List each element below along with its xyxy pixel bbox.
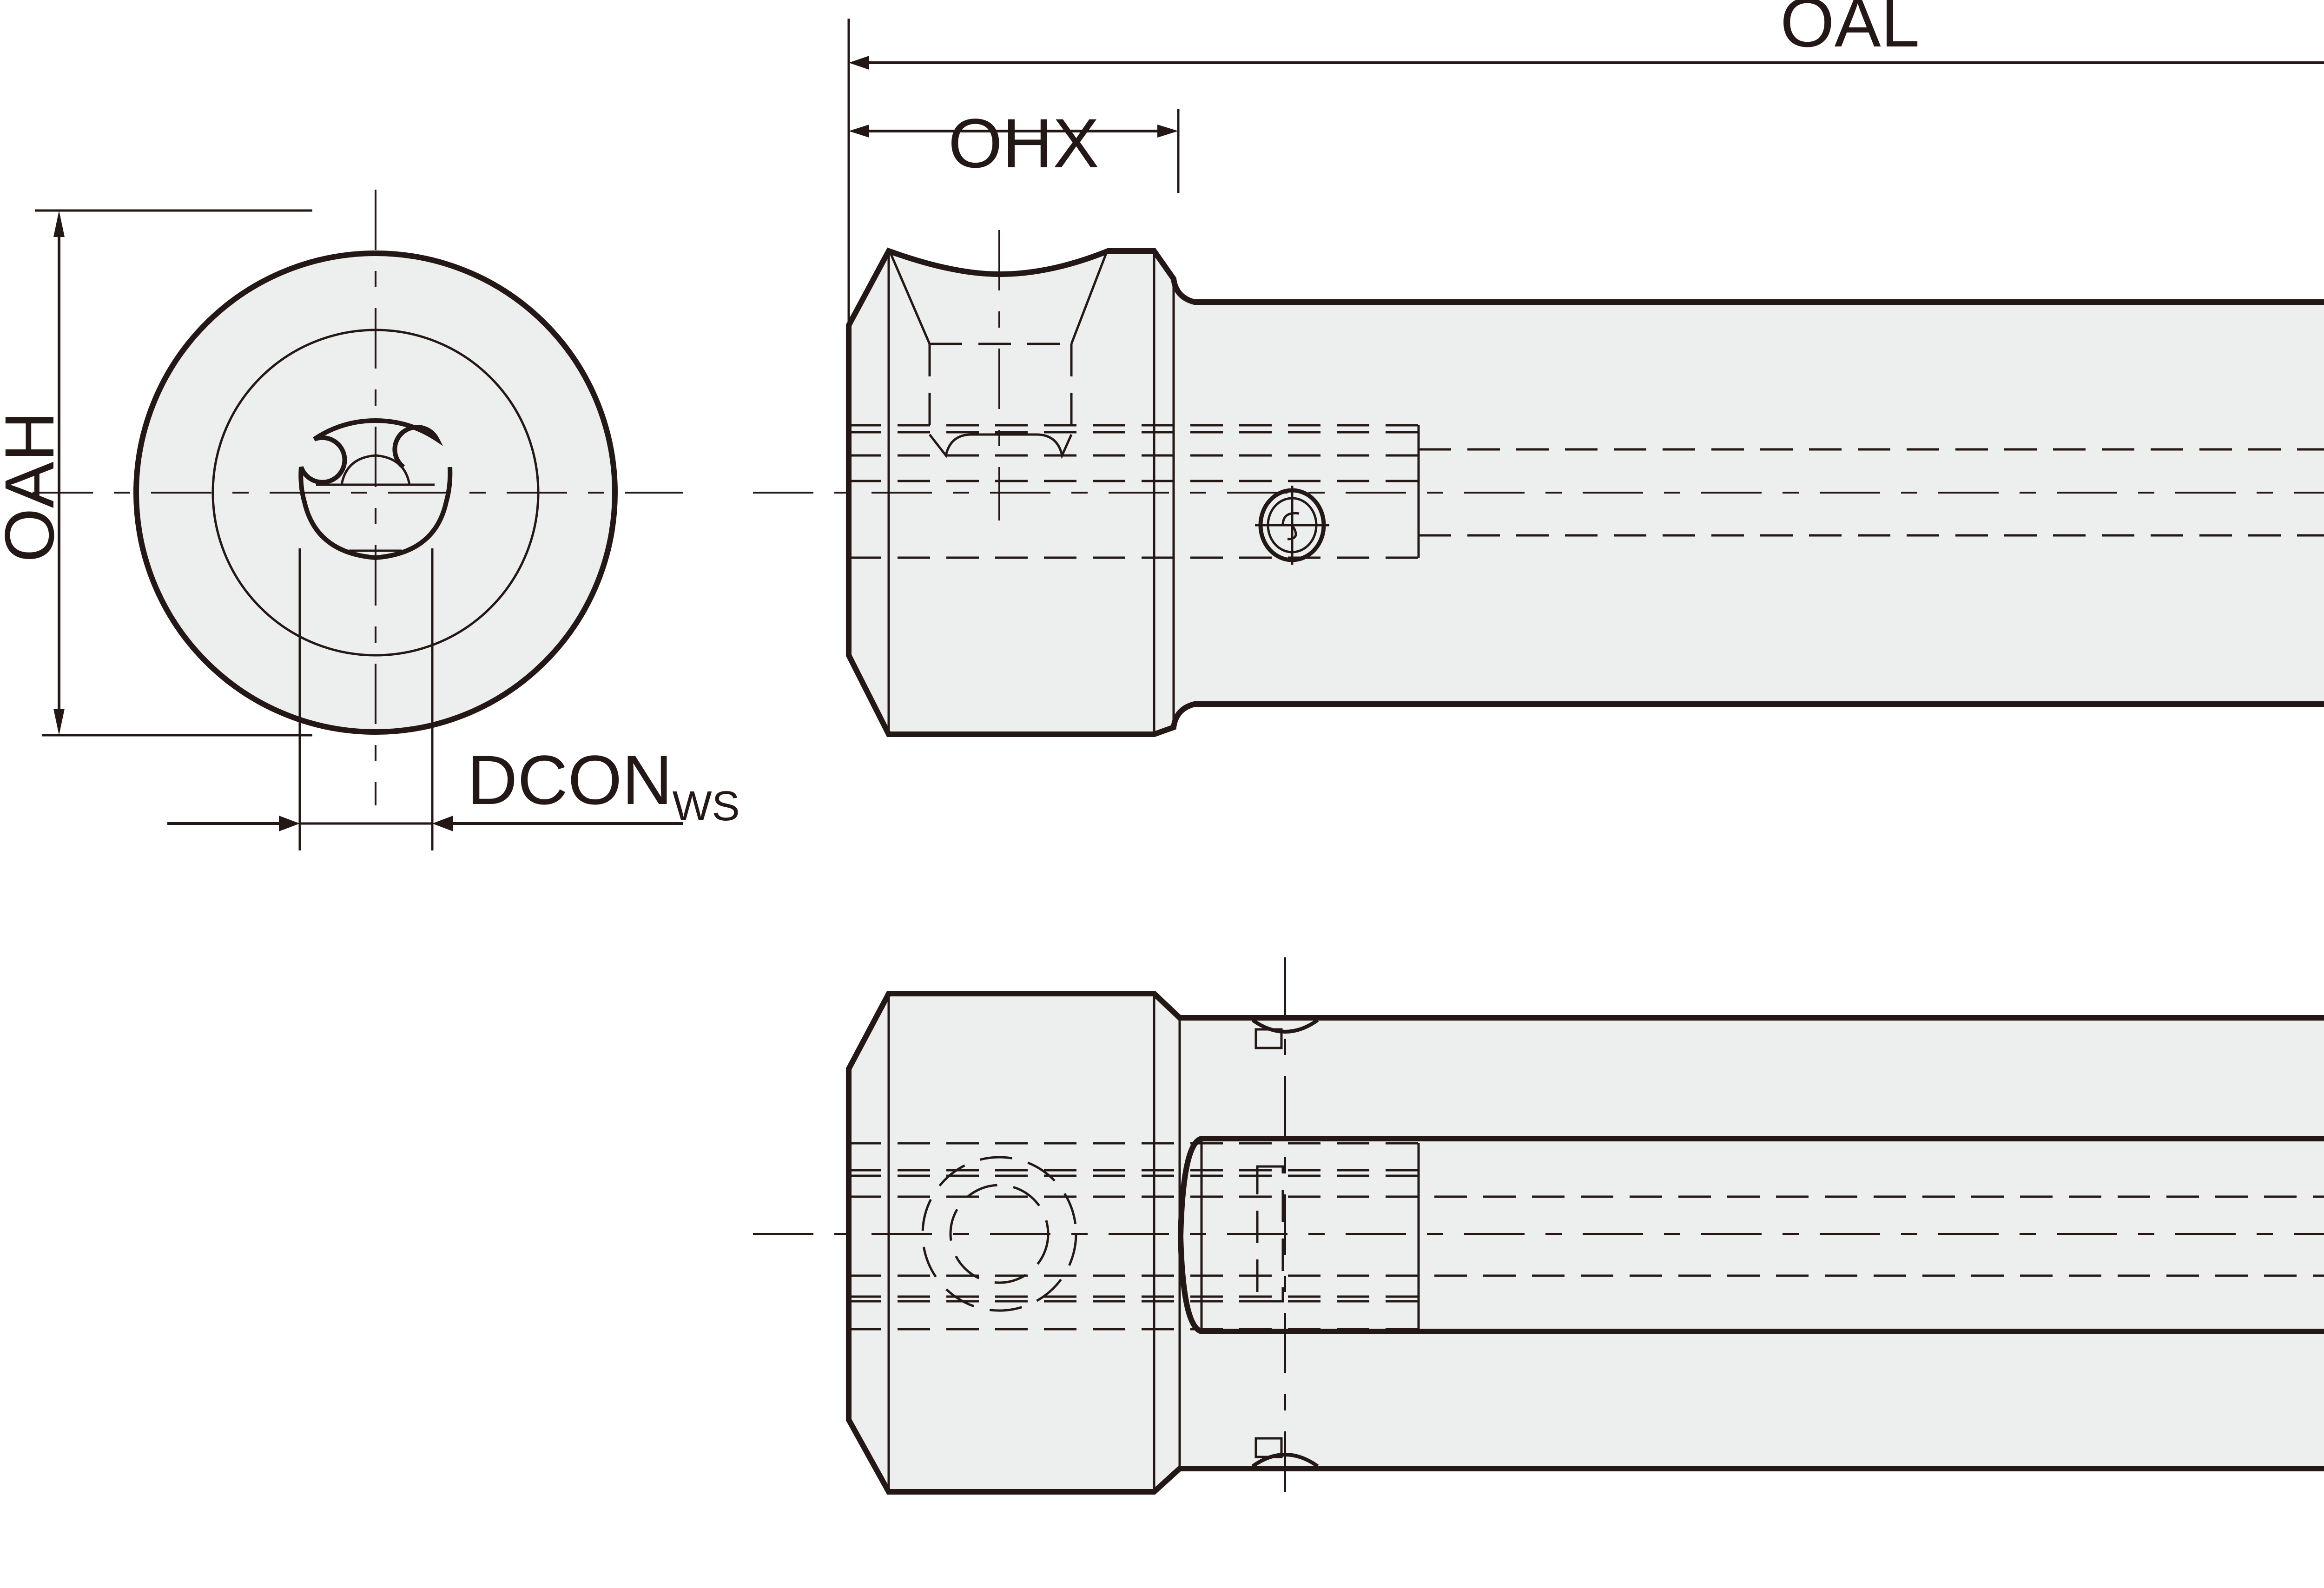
top-view xyxy=(753,957,2324,1501)
oah-label: OAH xyxy=(0,411,68,562)
dcon-ws-label: DCONWS xyxy=(467,741,740,830)
side-view xyxy=(753,19,2324,737)
ohx-label: OHX xyxy=(948,104,1099,182)
end-view xyxy=(33,190,683,850)
oal-label: OAL xyxy=(1780,0,1920,61)
